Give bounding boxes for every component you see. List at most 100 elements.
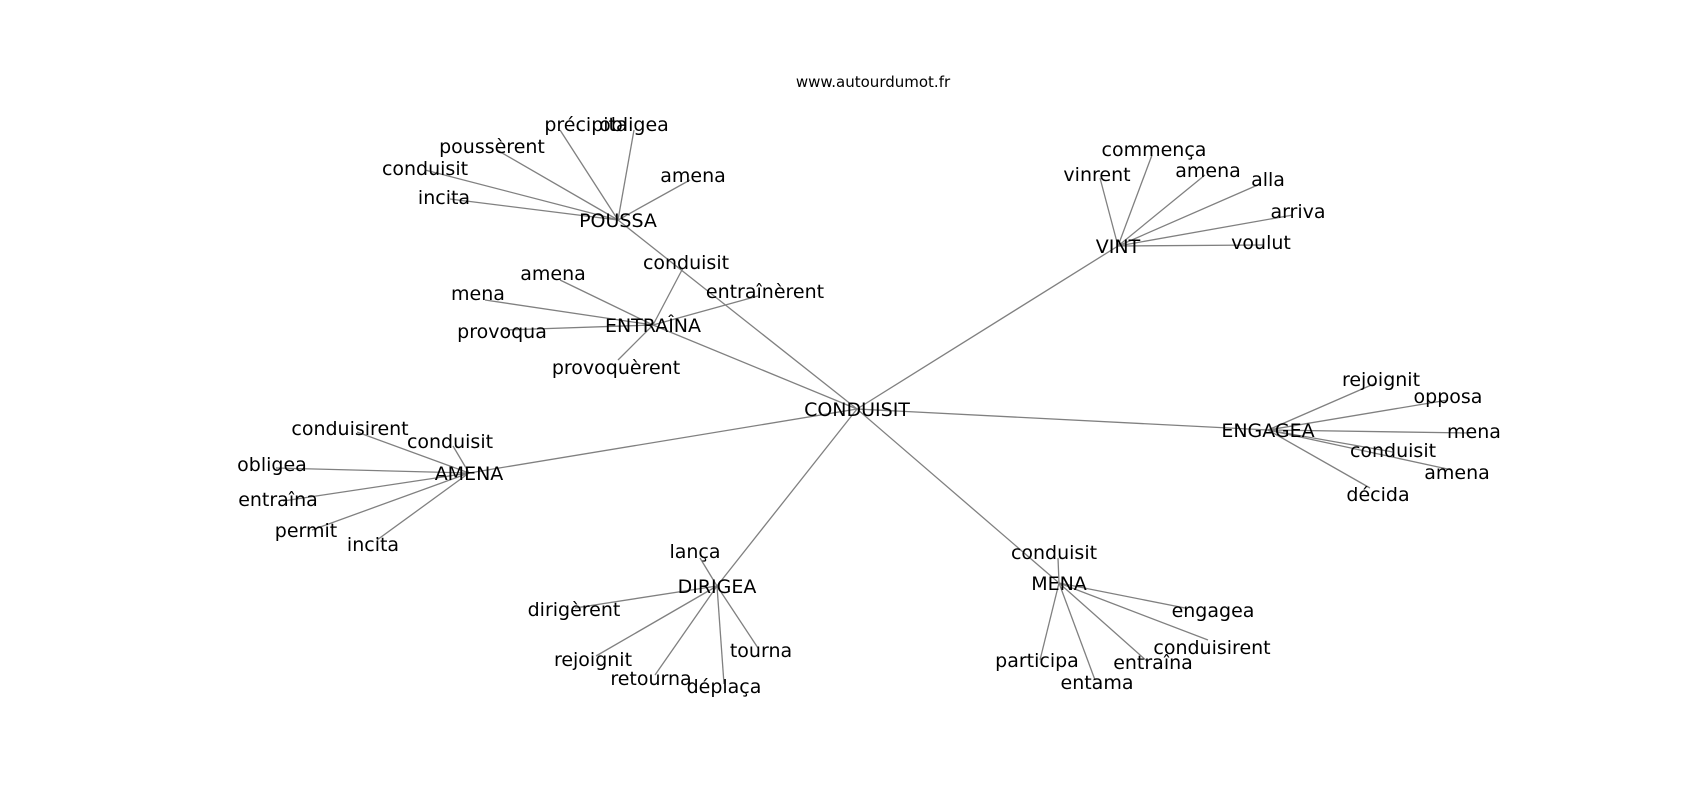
edge-hub-to-leaf — [449, 198, 619, 221]
edge-hub-to-leaf — [1267, 429, 1471, 434]
leaf-node-label[interactable]: provoquèrent — [552, 357, 680, 379]
leaf-node-label[interactable]: obligea — [599, 114, 669, 136]
edge-hub-to-leaf — [559, 129, 619, 221]
edge-hub-to-leaf — [617, 179, 691, 221]
edge-hub-to-leaf — [1117, 154, 1153, 247]
edge-hub-to-leaf — [559, 279, 654, 326]
leaf-node-label[interactable]: conduisit — [643, 252, 729, 274]
edge-center-to-hub — [617, 219, 858, 410]
center-node-label[interactable]: CONDUISIT — [804, 399, 910, 421]
edge-hub-to-leaf — [496, 149, 619, 221]
edge-hub-to-leaf — [1267, 429, 1394, 453]
leaf-node-label[interactable]: amena — [660, 165, 726, 187]
leaf-node-label[interactable]: provoqua — [457, 321, 547, 343]
leaf-node-label[interactable]: alla — [1251, 169, 1285, 191]
leaf-node-label[interactable]: arriva — [1270, 201, 1325, 223]
edge-hub-to-leaf — [617, 129, 635, 221]
hub-node-label[interactable]: ENTRAÎNA — [605, 314, 701, 337]
leaf-node-label[interactable]: amena — [1424, 462, 1490, 484]
leaf-node-label[interactable]: commença — [1102, 139, 1207, 161]
edge-hub-to-leaf — [652, 295, 759, 326]
leaf-node-label[interactable]: entraîna — [238, 489, 318, 511]
edge-hub-to-leaf — [1267, 429, 1371, 489]
leaf-node-label[interactable]: voulut — [1231, 232, 1291, 254]
hub-node-label[interactable]: MENA — [1031, 573, 1087, 595]
edge-hub-to-leaf — [275, 467, 470, 474]
hub-node-label[interactable]: POUSSA — [579, 210, 657, 232]
graph-edges — [275, 129, 1471, 685]
edge-hub-to-leaf — [504, 324, 654, 331]
leaf-node-label[interactable]: entraînèrent — [706, 281, 824, 303]
edge-hub-to-leaf — [1058, 582, 1149, 663]
edge-hub-to-leaf — [716, 585, 759, 649]
edge-center-to-hub — [716, 408, 858, 587]
leaf-node-label[interactable]: retourna — [610, 668, 691, 690]
edge-hub-to-leaf — [1267, 399, 1449, 431]
edge-hub-to-leaf — [484, 299, 654, 326]
leaf-node-label[interactable]: entama — [1061, 672, 1134, 694]
edge-hub-to-leaf — [652, 267, 684, 326]
edge-hub-to-leaf — [1058, 582, 1186, 609]
edge-hub-to-leaf — [1039, 582, 1060, 661]
hub-node-label[interactable]: VINT — [1096, 236, 1141, 258]
edge-hub-to-leaf — [1058, 582, 1096, 681]
edge-hub-to-leaf — [1058, 582, 1209, 641]
leaf-node-label[interactable]: permit — [275, 520, 337, 542]
leaf-node-label[interactable]: déplaça — [687, 676, 762, 698]
hub-node-label[interactable]: AMENA — [435, 463, 504, 485]
leaf-node-label[interactable]: entraîna — [1113, 652, 1193, 674]
edge-hub-to-leaf — [1117, 244, 1264, 247]
edge-hub-to-leaf — [654, 585, 718, 676]
edge-center-to-hub — [468, 408, 858, 474]
edge-center-to-hub — [856, 245, 1119, 410]
leaf-node-label[interactable]: obligea — [237, 454, 307, 476]
leaf-node-label[interactable]: lança — [669, 541, 720, 563]
leaf-node-label[interactable]: conduisirent — [1153, 637, 1270, 659]
leaf-node-label[interactable]: amena — [1175, 160, 1241, 182]
edge-hub-to-leaf — [424, 169, 619, 221]
leaf-node-label[interactable]: mena — [1447, 421, 1501, 443]
leaf-node-label[interactable]: incita — [418, 187, 470, 209]
edge-hub-to-leaf — [1099, 177, 1119, 247]
edge-hub-to-leaf — [311, 472, 470, 531]
hub-node-label[interactable]: DIRIGEA — [678, 576, 757, 598]
leaf-node-label[interactable]: opposa — [1414, 386, 1483, 408]
edge-hub-to-leaf — [1267, 382, 1377, 431]
leaf-node-label[interactable]: poussèrent — [439, 136, 545, 158]
edge-hub-to-leaf — [376, 472, 470, 541]
edge-hub-to-leaf — [617, 324, 654, 361]
edge-hub-to-leaf — [716, 585, 725, 685]
leaf-node-label[interactable]: conduisit — [1350, 440, 1436, 462]
edge-hub-to-leaf — [595, 585, 718, 657]
hub-node-label[interactable]: ENGAGEA — [1221, 420, 1314, 442]
edge-hub-to-leaf — [356, 431, 470, 474]
leaf-node-label[interactable]: participa — [995, 650, 1079, 672]
leaf-node-label[interactable]: précipita — [544, 114, 627, 136]
leaf-node-label[interactable]: conduisirent — [291, 418, 408, 440]
leaf-node-label[interactable]: rejoignit — [554, 649, 632, 671]
edge-hub-to-leaf — [1267, 429, 1453, 471]
edge-center-to-hub — [856, 408, 1060, 584]
leaf-node-label[interactable]: décida — [1346, 484, 1409, 506]
edge-hub-to-leaf — [1117, 183, 1261, 247]
edge-hub-to-leaf — [1117, 214, 1294, 247]
graph-labels: CONDUISITPOUSSAprécipitaobligeapoussèren… — [237, 114, 1501, 698]
site-label[interactable]: www.autourdumot.fr — [796, 73, 951, 91]
edge-hub-to-leaf — [699, 557, 718, 587]
leaf-node-label[interactable]: incita — [347, 534, 399, 556]
edge-hub-to-leaf — [1117, 174, 1206, 247]
edge-hub-to-leaf — [282, 472, 470, 502]
leaf-node-label[interactable]: conduisit — [407, 431, 493, 453]
leaf-node-label[interactable]: amena — [520, 263, 586, 285]
leaf-node-label[interactable]: dirigèrent — [528, 599, 621, 621]
leaf-node-label[interactable]: engagea — [1172, 600, 1255, 622]
edge-center-to-hub — [652, 324, 858, 410]
leaf-node-label[interactable]: tourna — [730, 640, 792, 662]
edge-hub-to-leaf — [574, 585, 718, 609]
leaf-node-label[interactable]: rejoignit — [1342, 369, 1420, 391]
leaf-node-label[interactable]: conduisit — [1011, 542, 1097, 564]
leaf-node-label[interactable]: mena — [451, 283, 505, 305]
leaf-node-label[interactable]: conduisit — [382, 158, 468, 180]
leaf-node-label[interactable]: vinrent — [1063, 164, 1130, 186]
